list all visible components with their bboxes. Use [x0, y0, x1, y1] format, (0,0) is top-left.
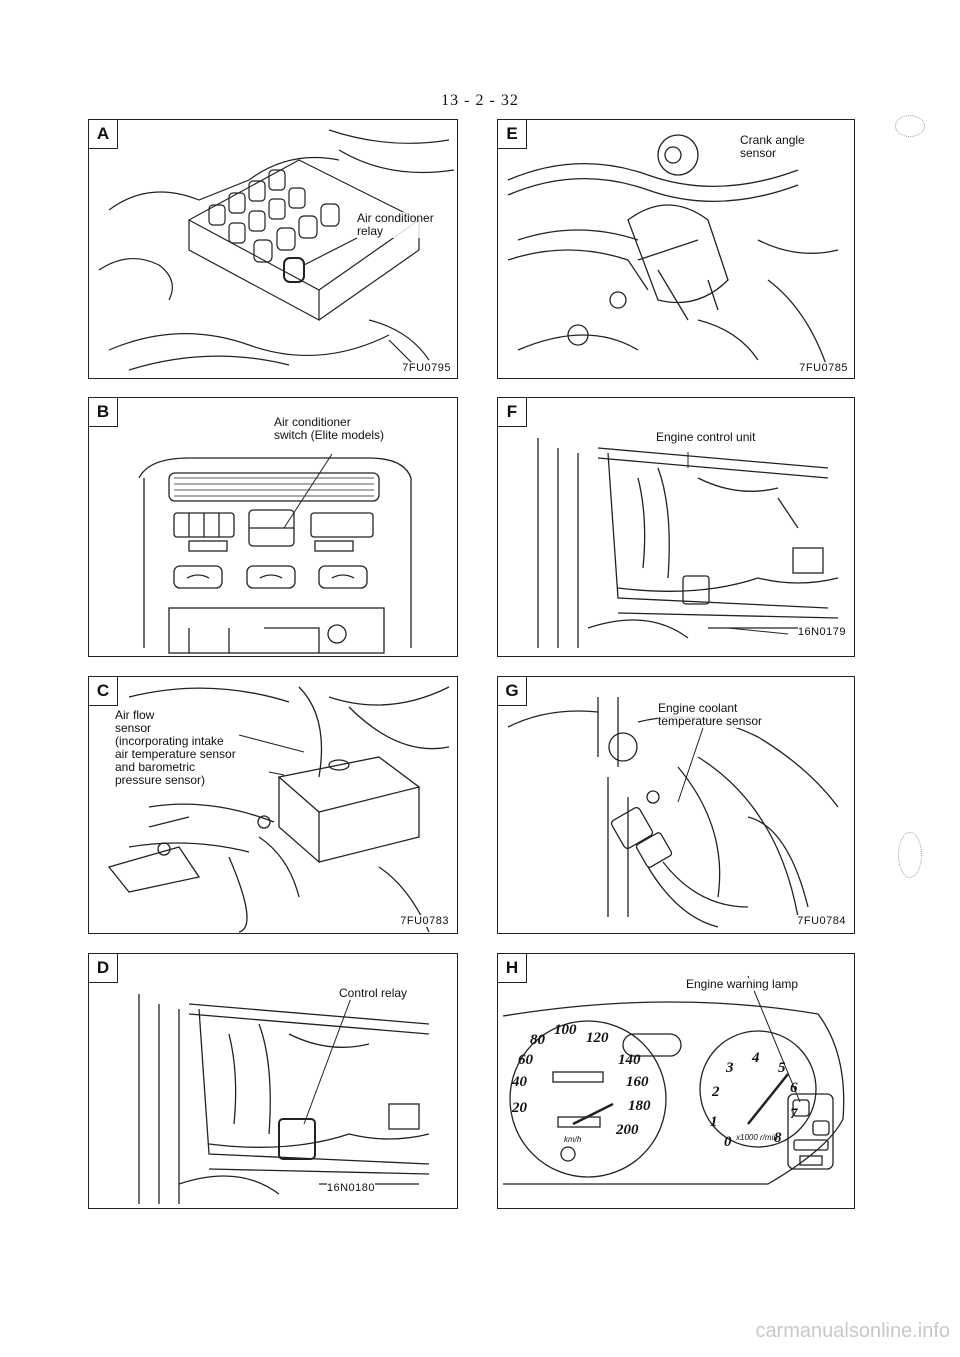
air-conditioner-relay-label: Air conditioner relay	[357, 211, 434, 238]
figure-code: 7FU0784	[797, 915, 846, 927]
speedometer-tick: 40	[511, 1074, 528, 1090]
speedometer-tick: 60	[518, 1052, 534, 1068]
watermark: carmanualsonline.info	[755, 1320, 950, 1342]
engine-coolant-temperature-sensor-label: Engine coolant temperature sensor	[658, 701, 763, 728]
panel-d: D Control relay 16N0180	[88, 953, 458, 1209]
crank-angle-sensor-label: Crank angle sensor	[740, 133, 805, 160]
figure-code: 7FU0785	[799, 362, 848, 374]
tachometer-tick: 3	[725, 1060, 734, 1076]
panel-tag: G	[498, 677, 527, 706]
panel-tag: F	[498, 398, 527, 427]
panel-tag: C	[89, 677, 118, 706]
speedometer-tick: 160	[626, 1074, 649, 1090]
tachometer-tick: 5	[778, 1060, 786, 1076]
crank-angle-sensor-illustration	[507, 134, 839, 371]
engine-warning-lamp-label: Engine warning lamp	[686, 977, 799, 991]
speedometer-tick: 140	[618, 1052, 641, 1068]
speedometer-unit: km/h	[564, 1135, 582, 1144]
control-relay-label: Control relay	[339, 986, 408, 1000]
figure-code: 7FU0783	[400, 915, 449, 927]
figure-code: 16N0180	[326, 1182, 375, 1194]
panel-e: E Crank angle sensor 7FU0785	[497, 119, 855, 379]
tachometer-tick: 0	[724, 1134, 732, 1150]
instrument-cluster-illustration: 60 80 100 120 140 160 180 200 40 20 1 2 …	[502, 975, 845, 1185]
panel-tag: A	[89, 120, 118, 149]
tachometer-tick: 6	[790, 1080, 798, 1096]
tachometer-tick: 2	[711, 1084, 720, 1100]
panel-b: B Air conditioner switch (Elite models)	[88, 397, 458, 657]
speedometer-tick: 20	[511, 1100, 528, 1116]
panel-f: F Engine control unit 16N0179	[497, 397, 855, 657]
tachometer-tick: 8	[774, 1130, 782, 1146]
panel-g: G Engine coolant temperature sensor 7FU0…	[497, 676, 855, 934]
figure-code: 16N0179	[797, 626, 846, 638]
speedometer-tick: 200	[615, 1122, 639, 1138]
speedometer-tick: 180	[628, 1098, 651, 1114]
relay-box-illustration	[98, 129, 455, 371]
tachometer-tick: 4	[751, 1050, 760, 1066]
panel-tag: D	[89, 954, 118, 983]
engine-control-unit-label: Engine control unit	[656, 430, 756, 444]
air-conditioner-switch-label: Air conditioner switch (Elite models)	[274, 415, 385, 442]
page-number: 13 - 2 - 32	[441, 92, 519, 109]
panel-h: H 60 80 100 120 140 160 180 200 40 20	[497, 953, 855, 1209]
air-conditioner-switch-illustration	[138, 453, 412, 654]
tachometer-unit: x1000 r/min	[735, 1133, 778, 1142]
figure-code: 7FU0795	[402, 362, 451, 374]
panel-c: C Air flow sensor (incorporating intake …	[88, 676, 458, 934]
speedometer-tick: 120	[586, 1030, 609, 1046]
speedometer-tick: 80	[530, 1032, 546, 1048]
scan-mark	[895, 115, 925, 137]
panel-tag: E	[498, 120, 527, 149]
panel-tag: H	[498, 954, 527, 983]
air-flow-sensor-label: Air flow sensor (incorporating intake ai…	[115, 708, 236, 787]
speedometer-tick: 100	[554, 1022, 577, 1038]
tachometer-tick: 1	[710, 1114, 718, 1130]
scan-mark	[898, 832, 922, 878]
panel-a: A Air conditioner relay 7FU0795	[88, 119, 458, 379]
tachometer-tick: 7	[790, 1106, 798, 1122]
panel-tag: B	[89, 398, 118, 427]
air-flow-sensor-illustration	[107, 686, 450, 933]
